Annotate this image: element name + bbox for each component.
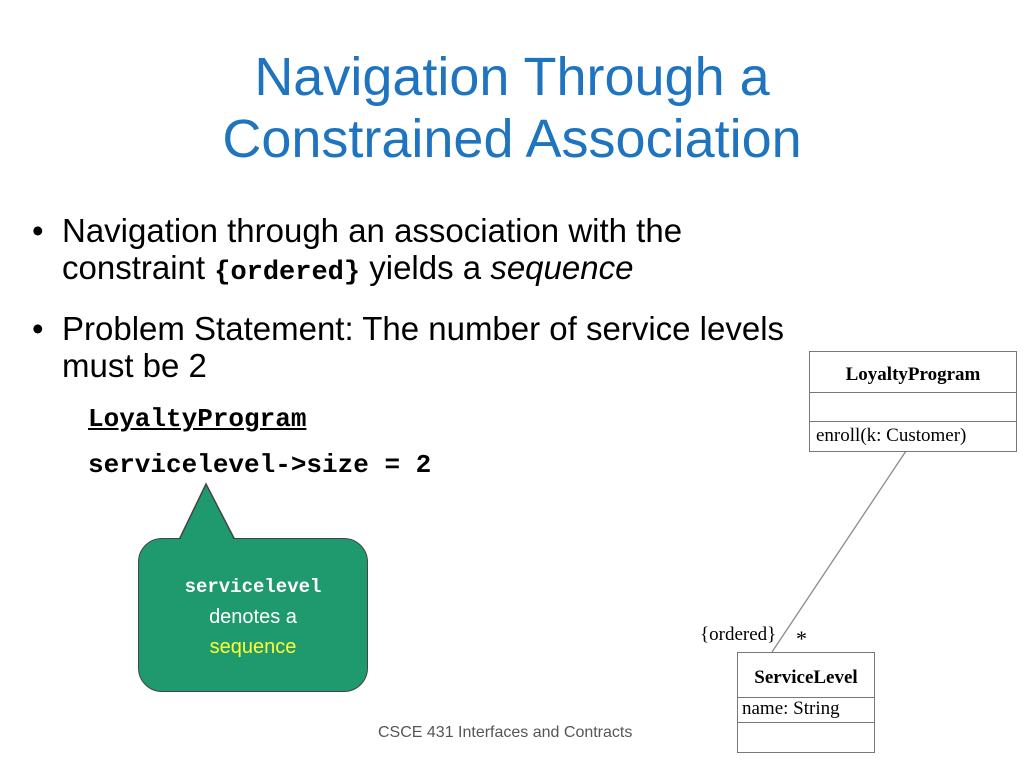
slide-title-line-1: Navigation Through a: [254, 47, 770, 107]
callout-term: servicelevel: [184, 576, 322, 598]
bullet-text: yields a: [369, 249, 482, 286]
ocl-context: LoyaltyProgram: [88, 404, 307, 434]
bullet-text: Navigation through an association with t…: [62, 212, 683, 286]
uml-class-loyalty-program: LoyaltyProgram enroll(k: Customer): [809, 351, 1017, 452]
callout-line: denotes a: [209, 606, 297, 628]
association-multiplicity: *: [796, 626, 807, 651]
slide-footer: CSCE 431 Interfaces and Contracts: [378, 724, 633, 741]
uml-attributes-compartment: [810, 392, 1016, 421]
slide-title: Navigation Through a Constrained Associa…: [0, 46, 1024, 170]
ordered-keyword: {ordered}: [214, 258, 361, 288]
ocl-expression: servicelevel->size = 2: [88, 450, 432, 480]
uml-attribute: name: String: [738, 697, 874, 722]
bullet-text: Problem Statement: The number of service…: [62, 310, 785, 384]
callout-highlight: sequence: [209, 636, 297, 658]
uml-class-name: ServiceLevel: [754, 667, 858, 688]
sequence-emphasis: sequence: [490, 249, 634, 286]
uml-class-name: LoyaltyProgram: [845, 364, 981, 385]
slide-title-line-2: Constrained Association: [222, 109, 802, 169]
uml-class-service-level: ServiceLevel name: String: [737, 652, 875, 753]
uml-operations-compartment: [738, 722, 874, 752]
association-constraint: {ordered}: [700, 624, 777, 645]
uml-operation: enroll(k: Customer): [810, 421, 1016, 451]
callout-bubble: [138, 538, 368, 692]
bullet-item: • Navigation through an association with…: [32, 212, 832, 292]
bullet-item: • Problem Statement: The number of servi…: [32, 310, 832, 384]
bullet-marker: •: [32, 310, 44, 347]
callout-text: servicelevel denotes a sequence: [138, 572, 368, 662]
bullet-list: • Navigation through an association with…: [32, 212, 832, 402]
bullet-marker: •: [32, 212, 44, 249]
